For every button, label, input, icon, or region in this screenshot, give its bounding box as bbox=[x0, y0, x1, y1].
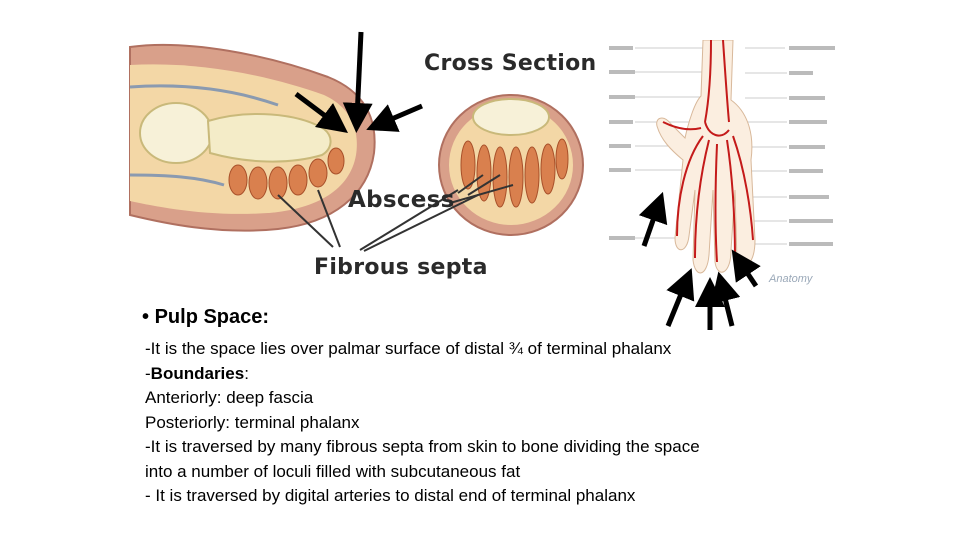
definition-line: -It is the space lies over palmar surfac… bbox=[145, 339, 672, 358]
pulp-space-title: • Pulp Space: bbox=[142, 306, 840, 329]
content-block: • Pulp Space: -It is the space lies over… bbox=[140, 306, 840, 509]
boundaries-line: -Boundaries: bbox=[145, 362, 840, 387]
hand-arteries-illustration: Anatomy bbox=[605, 39, 845, 302]
finger-drawing bbox=[129, 43, 584, 252]
abscess-label: Abscess bbox=[348, 187, 455, 213]
fibrous-septa-label: Fibrous septa bbox=[314, 255, 488, 280]
boundaries-label: Boundaries bbox=[150, 363, 245, 383]
posterior-line: Posteriorly: terminal phalanx bbox=[145, 412, 360, 432]
boundaries-suffix: : bbox=[244, 363, 249, 383]
loculi-line: into a number of loculi filled with subc… bbox=[145, 461, 521, 481]
title-text: Pulp Space: bbox=[154, 306, 270, 328]
anterior-line: Anteriorly: deep fascia bbox=[145, 388, 314, 407]
hand-drawing: Anatomy bbox=[609, 39, 835, 285]
arteries-line: - It is traversed by digital arteries to… bbox=[145, 486, 636, 505]
hand-watermark: Anatomy bbox=[768, 273, 814, 285]
bullet-mark: • bbox=[142, 306, 150, 328]
septa-line: -It is traversed by many fibrous septa f… bbox=[145, 437, 700, 456]
finger-pulp-illustration: Cross Section Abscess Fibrous septa bbox=[128, 25, 598, 295]
cross-section-label: Cross Section bbox=[424, 51, 597, 76]
boundaries-prefix: - bbox=[145, 363, 151, 383]
